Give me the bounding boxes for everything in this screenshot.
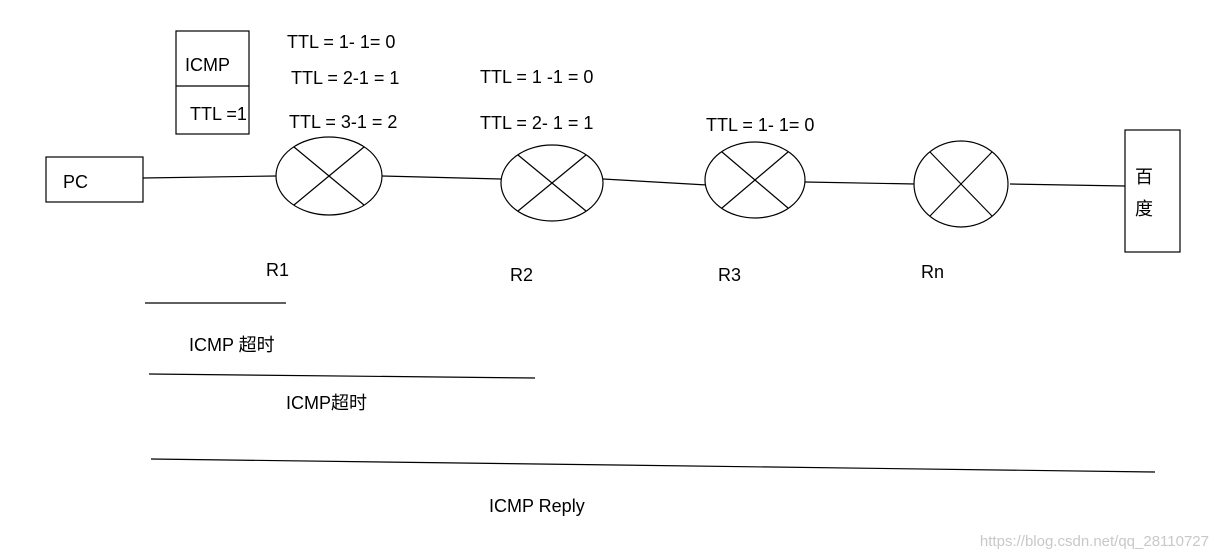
link-rn-destination xyxy=(1009,183,1126,187)
link-pc-r1 xyxy=(142,175,277,179)
response-labels: ICMP 超时 ICMP超时 ICMP Reply xyxy=(189,335,585,516)
router-r1: R1 xyxy=(266,136,383,280)
response-line-r2 xyxy=(148,373,536,379)
destination-box-outline xyxy=(1124,129,1181,253)
ttl-note-r2-1: TTL = 1 -1 = 0 xyxy=(480,67,593,87)
response-label-r2: ICMP超时 xyxy=(286,393,367,413)
packet-box-outline xyxy=(175,30,250,135)
ttl-note-r1-2: TTL = 2-1 = 1 xyxy=(291,68,399,88)
router-r2-cross-b xyxy=(517,154,587,212)
link-r3-rn xyxy=(804,181,916,185)
pc-node: PC xyxy=(45,156,144,203)
router-r3-label: R3 xyxy=(718,265,741,285)
packet-ttl-label: TTL =1 xyxy=(190,104,247,124)
router-r3: R3 xyxy=(704,141,806,285)
pc-box-outline xyxy=(45,156,144,203)
watermark: https://blog.csdn.net/qq_28110727 xyxy=(980,533,1209,550)
destination-label-line2: 度 xyxy=(1135,199,1153,220)
router-r2: R2 xyxy=(500,144,604,285)
pc-label: PC xyxy=(63,172,88,192)
router-r1-label: R1 xyxy=(266,260,289,280)
router-r3-cross-b xyxy=(721,151,789,209)
network-links xyxy=(142,175,1126,187)
router-r1-cross-b xyxy=(293,146,365,206)
response-label-r1: ICMP 超时 xyxy=(189,335,275,355)
ttl-note-r1-3: TTL = 3-1 = 2 xyxy=(289,112,397,132)
link-r2-r3 xyxy=(602,178,708,186)
ttl-note-r3-1: TTL = 1- 1= 0 xyxy=(706,115,814,135)
destination-label-line1: 百 xyxy=(1135,167,1153,188)
ttl-note-r2-2: TTL = 2- 1 = 1 xyxy=(480,113,593,133)
router-r2-label: R2 xyxy=(510,265,533,285)
link-r1-r2 xyxy=(381,175,502,180)
packet-protocol-label: ICMP xyxy=(185,55,230,75)
response-line-destination xyxy=(150,458,1156,473)
router-rn: Rn xyxy=(913,140,1009,282)
router-rn-cross-b xyxy=(929,151,993,217)
response-lines xyxy=(145,302,1156,473)
response-label-reply: ICMP Reply xyxy=(489,496,585,516)
ttl-note-r1-1: TTL = 1- 1= 0 xyxy=(287,32,395,52)
packet-box: ICMP TTL =1 xyxy=(175,30,250,135)
destination-node: 百 度 xyxy=(1124,129,1181,253)
router-rn-label: Rn xyxy=(921,262,944,282)
ttl-annotations: TTL = 1- 1= 0 TTL = 2-1 = 1 TTL = 3-1 = … xyxy=(287,32,814,135)
